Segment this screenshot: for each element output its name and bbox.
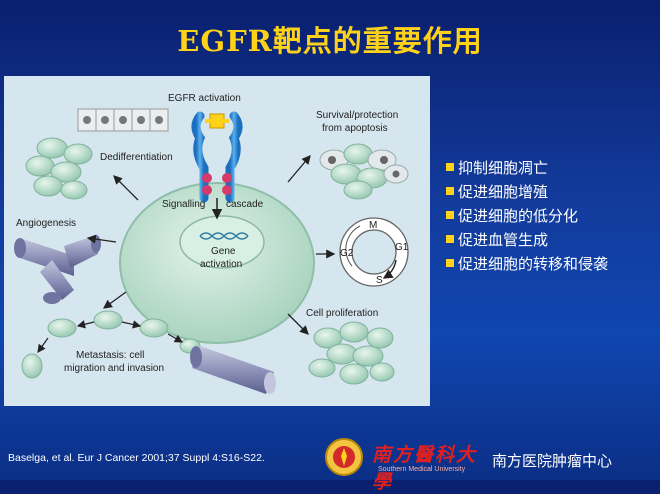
list-item: 抑制细胞凋亡 <box>446 156 608 180</box>
bullet-text: 促进细胞的低分化 <box>458 207 579 225</box>
bullet-text: 促进血管生成 <box>458 231 549 249</box>
bullet-square-icon <box>446 162 454 171</box>
arrow-migrate-2 <box>37 337 49 353</box>
list-item: 促进细胞增殖 <box>446 180 608 204</box>
survival-cells <box>319 143 409 200</box>
label-cycle-g1: G1 <box>395 242 409 253</box>
arrow-migrate-4 <box>167 333 184 343</box>
label-survival-2: from apoptosis <box>322 123 388 134</box>
label-cascade: cascade <box>226 199 264 210</box>
university-english-name: Southern Medical University <box>378 466 466 473</box>
label-metastasis-2: migration and invasion <box>64 363 164 374</box>
bullet-square-icon <box>446 210 454 219</box>
university-emblem-icon <box>325 438 363 476</box>
bullet-text: 抑制细胞凋亡 <box>458 159 549 177</box>
label-survival-1: Survival/protection <box>316 110 398 121</box>
hospital-name: 南方医院肿瘤中心 <box>492 452 613 470</box>
label-cycle-s: S <box>376 275 383 286</box>
cell-cycle-icon <box>339 217 409 287</box>
list-item: 促进细胞的转移和侵袭 <box>446 252 608 276</box>
arrow-proliferation <box>287 313 309 335</box>
bullet-square-icon <box>446 234 454 243</box>
label-metastasis-1: Metastasis: cell <box>76 350 144 361</box>
label-cell-proliferation: Cell proliferation <box>306 308 378 319</box>
list-item: 促进细胞的低分化 <box>446 204 608 228</box>
list-item: 促进血管生成 <box>446 228 608 252</box>
slide-title: EGFR靶点的重要作用 <box>177 24 483 58</box>
effects-list: 抑制细胞凋亡 促进细胞增殖 促进细胞的低分化 促进血管生成 促进细胞的转移和侵袭 <box>446 156 608 276</box>
label-activation: activation <box>200 259 242 270</box>
label-cycle-m: M <box>369 220 377 231</box>
dna-helix-strand <box>199 232 249 240</box>
label-cycle-g2: G2 <box>340 248 354 259</box>
bullet-square-icon <box>446 186 454 195</box>
label-egfr-activation: EGFR activation <box>168 93 241 104</box>
label-gene: Gene <box>211 246 236 257</box>
arrow-metastasis <box>102 291 127 309</box>
bullet-text: 促进细胞增殖 <box>458 183 549 201</box>
egfr-diagram-svg: EGFR activation Dedifferentiation Angiog… <box>14 93 409 394</box>
label-signalling: Signalling <box>162 199 205 210</box>
bullet-text: 促进细胞的转移和侵袭 <box>458 255 609 273</box>
proliferating-cells <box>308 321 395 385</box>
arrow-dedifferentiation <box>113 175 139 201</box>
bullet-square-icon <box>446 258 454 267</box>
arrow-angiogenesis <box>86 234 117 244</box>
blood-vessel-icon <box>14 235 101 304</box>
arrow-migrate-3 <box>121 320 142 329</box>
dedifferentiated-cells <box>25 137 93 200</box>
label-dedifferentiation: Dedifferentiation <box>100 152 173 163</box>
migrating-cells <box>21 310 201 379</box>
university-logo: 南方醫科大學 Southern Medical University <box>322 436 482 493</box>
egfr-diagram: EGFR activation Dedifferentiation Angiog… <box>4 76 430 406</box>
arrow-migrate-1 <box>76 320 95 329</box>
epithelial-row <box>77 108 169 132</box>
egfr-receptor-icon <box>191 111 243 203</box>
invasion-vessel-icon <box>190 346 276 394</box>
label-angiogenesis: Angiogenesis <box>16 218 76 229</box>
citation: Baselga, et al. Eur J Cancer 2001;37 Sup… <box>8 452 265 464</box>
arrow-survival <box>287 155 311 183</box>
